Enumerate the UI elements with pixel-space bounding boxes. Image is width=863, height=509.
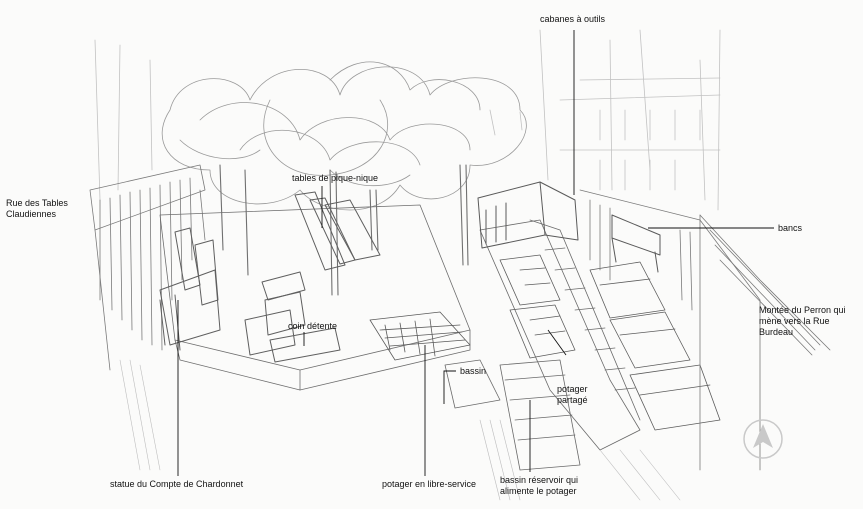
label-cabanes-a-outils: cabanes à outils [540, 14, 606, 24]
tree-trunks [219, 164, 469, 296]
label-bancs: bancs [778, 223, 803, 233]
north-arrow-icon [743, 419, 783, 459]
reservoir-sketch [444, 359, 581, 471]
label-coin-detente: coin détente [288, 321, 338, 331]
label-bassin-reservoir: bassin réservoir qui alimente le potager [500, 475, 579, 496]
leader-bassin [443, 370, 456, 404]
leader-lines [177, 30, 774, 476]
label-rue-des-tables-claudiennes: Rue des Tables Claudiennes [6, 198, 68, 219]
garden-path [479, 219, 641, 451]
left-wall [89, 164, 206, 371]
ground-hatching [119, 359, 681, 501]
right-wall [579, 189, 831, 471]
label-tables-de-pique-nique: tables de pique-nique [292, 173, 379, 183]
background-buildings [94, 29, 721, 211]
label-bassin: bassin [460, 366, 487, 376]
label-potager-partage: potager partagé [557, 384, 588, 405]
statue-sketch [159, 227, 221, 351]
tree-canopy [161, 61, 527, 211]
plaza-platform [159, 204, 471, 391]
bench-sketch [611, 214, 661, 273]
label-potager-libre-service: potager en libre-service [382, 479, 477, 489]
garden-plots [499, 254, 721, 431]
leader-potager-partage [547, 329, 567, 356]
picnic-tables-sketch [294, 191, 381, 271]
lounge-benches [244, 271, 341, 363]
tool-sheds [477, 181, 579, 249]
self-service-bed [369, 311, 471, 361]
label-montee-du-perron: Montée du Perron qui mène vers la Rue Bu… [759, 305, 846, 337]
label-statue: statue du Compte de Chardonnet [110, 479, 244, 489]
